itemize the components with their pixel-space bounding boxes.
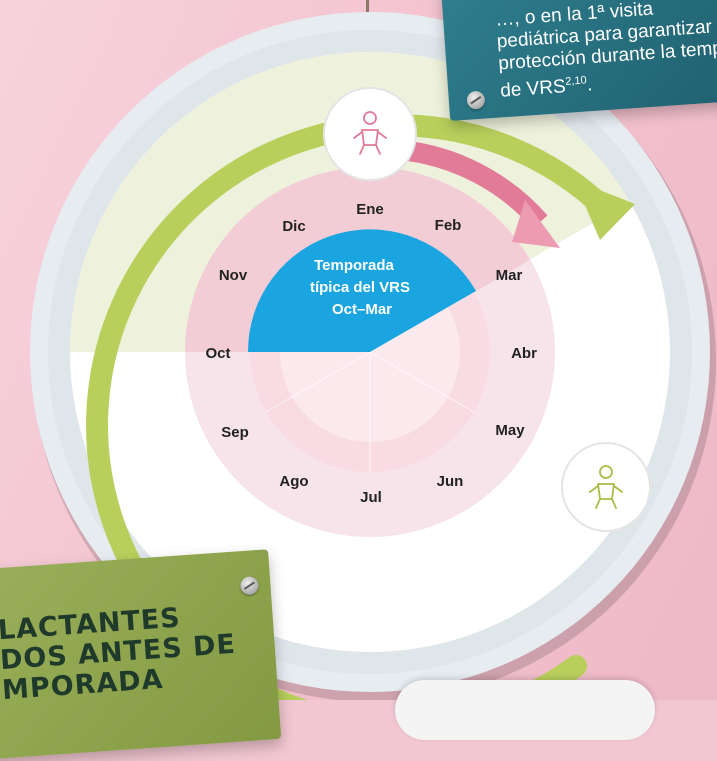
season-label-line-1: Temporada: [314, 257, 394, 274]
month-label-ago: Ago: [279, 473, 308, 490]
month-label-jul: Jul: [360, 489, 382, 506]
rsv-season-dial: Ene Feb Mar Abr May Jun Jul Ago Sep Oct …: [30, 12, 716, 700]
season-label-line-2: típica del VRS: [310, 279, 410, 296]
rsv-season-wedge: [247, 229, 476, 352]
green-arrow-head: [574, 180, 635, 240]
month-label-mar: Mar: [496, 267, 523, 284]
month-label-sep: Sep: [221, 424, 249, 441]
month-label-may: May: [495, 422, 525, 439]
month-label-feb: Feb: [435, 217, 462, 234]
pink-arrow-head: [512, 200, 560, 248]
info-card-teal: …, o en la 1ª visita pediátrica para gar…: [440, 0, 717, 121]
month-label-oct: Oct: [205, 345, 230, 362]
top-baby-marker: [323, 87, 417, 181]
baby-icon: [589, 465, 623, 509]
info-card-green: LACTANTES DOS ANTES DE MPORADA: [0, 549, 282, 761]
bottom-plate: [395, 680, 655, 740]
baby-icon: [353, 111, 387, 155]
month-label-nov: Nov: [219, 267, 248, 284]
screw-icon: [239, 576, 260, 596]
month-label-abr: Abr: [511, 345, 537, 362]
month-label-dic: Dic: [282, 218, 305, 235]
bottom-baby-marker: [561, 442, 651, 532]
screw-icon: [466, 90, 486, 110]
month-label-jun: Jun: [437, 473, 464, 490]
reference-superscript: 2,10: [564, 74, 588, 88]
season-label-line-3: Oct–Mar: [332, 301, 392, 318]
month-label-ene: Ene: [356, 201, 384, 218]
